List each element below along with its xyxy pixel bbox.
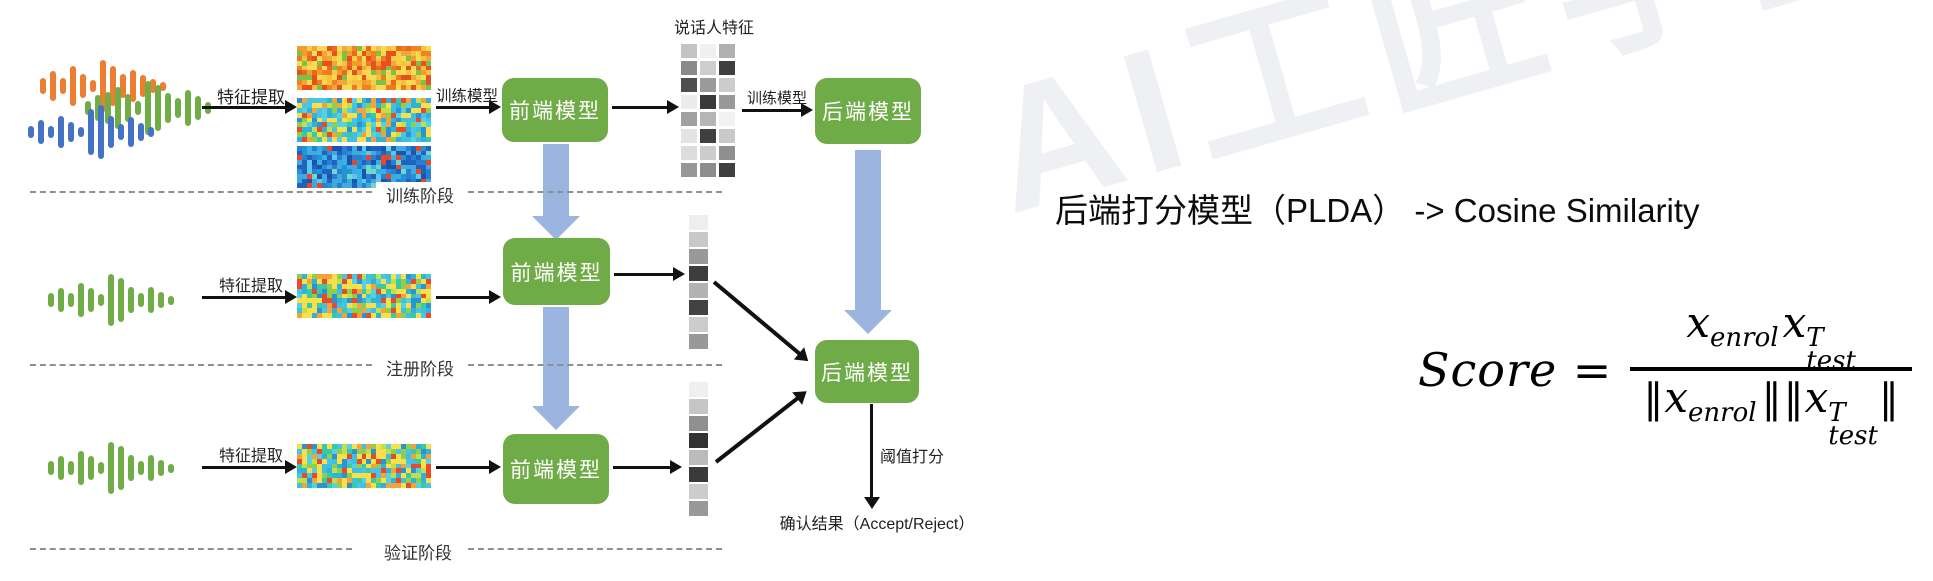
fraction-bar [1630,366,1912,371]
arrow-feature-extract-1 [202,100,297,114]
frontend-model-box-enroll: 前端模型 [503,238,610,305]
arrow-feature-extract-2 [202,290,297,304]
divider-train-left [30,191,372,193]
result-label: 确认结果（Accept/Reject） [779,516,975,533]
x-enrol-sub: enrol [1710,323,1779,353]
arrow-train-model-1 [436,100,501,114]
feature-extract-label-3: 特征提取 [218,448,283,465]
arrow-train-model-2 [742,103,813,117]
feature-extract-label-2: 特征提取 [218,278,283,295]
phase-label-train: 训练阶段 [376,182,464,207]
spectrogram-verify [297,444,431,488]
backend-scoring-title: 后端打分模型（PLDA） -> Cosine Similarity [1055,192,1700,229]
x-enrol-base: x [1686,298,1711,347]
backend-model-box-train: 后端模型 [815,78,921,144]
blue-arrow-frontend-1-head [532,216,580,240]
verify-embedding-vector [689,382,708,516]
frontend-model-box-verify: 前端模型 [503,434,609,504]
spectrogram-train-2 [297,98,431,142]
arrow-spec-to-frontend-2 [436,290,501,304]
spectrogram-train-1 [297,46,431,90]
waveform-orange [40,58,166,114]
frontend-model-box-train: 前端模型 [502,78,608,142]
enroll-embedding-vector [689,215,708,349]
phase-label-enroll: 注册阶段 [376,355,464,380]
feature-extract-label-1: 特征提取 [217,88,285,107]
waveform-blue [28,104,154,160]
arrow-verify-vector-to-backend [714,396,800,464]
speaker-feature-label: 说话人特征 [673,20,754,37]
x-test-base: x [1782,298,1807,347]
x-test-sub: test [1806,346,1856,377]
training-waveform-cluster [28,32,223,192]
divider-verify-left [30,548,352,550]
arrow-frontend-to-features [612,100,679,114]
spectrogram-train-3 [297,146,431,188]
train-model-label-1: 训练模型 [435,88,498,105]
blue-arrow-backend-shaft [855,150,881,312]
divider-enroll-right [468,364,722,366]
arrow-spec-to-frontend-3 [436,460,501,474]
arrow-frontend-to-vector-enroll [614,267,685,281]
formula-lhs: Score = [1418,342,1613,397]
backend-model-box-verify: 后端模型 [815,340,919,403]
x-test-sup-den: T [1828,397,1846,428]
arrow-feature-extract-3 [202,460,297,474]
divider-train-right [468,191,722,193]
norm-bar-1: ‖ [1643,375,1664,422]
waveform-enroll [48,272,174,328]
x-test-sub-den: test [1828,421,1878,452]
x-test-sup: T [1806,323,1824,353]
x-test-base-den: x [1804,372,1829,422]
phase-label-verify: 验证阶段 [370,539,466,564]
train-model-label-2: 训练模型 [746,90,807,107]
blue-arrow-frontend-2-shaft [543,307,569,408]
x-enrol-sub-den: enrol [1688,397,1757,428]
x-enrol-base-den: x [1664,372,1689,422]
divider-verify-right [468,548,722,550]
speaker-feature-grid [681,44,735,177]
threshold-score-label: 阈值打分 [880,449,945,466]
arrow-threshold-score [863,404,880,509]
blue-arrow-frontend-2-head [532,406,580,430]
spectrogram-enroll [297,274,431,318]
norm-bar-4: ‖ [1878,375,1899,422]
norm-bar-2: ‖ [1761,375,1782,422]
arrow-frontend-to-vector-verify [613,460,682,474]
arrow-enroll-vector-to-backend [712,280,802,356]
blue-arrow-frontend-1-shaft [543,144,569,218]
blue-arrow-backend-head [844,310,892,334]
waveform-verify [48,440,174,496]
divider-enroll-left [30,364,372,366]
norm-bar-3: ‖ [1783,375,1804,422]
